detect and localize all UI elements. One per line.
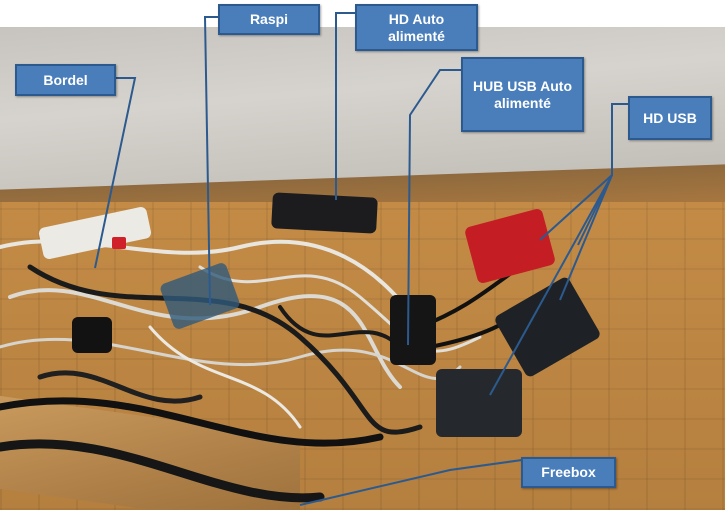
callout-bordel: Bordel xyxy=(15,64,116,96)
callout-freebox: Freebox xyxy=(521,457,616,488)
hd-auto-device xyxy=(271,192,378,234)
callout-hub-usb: HUB USB Auto alimenté xyxy=(461,57,584,132)
callout-raspi: Raspi xyxy=(218,4,320,35)
cable-tangle xyxy=(0,239,532,503)
bordel-adapter xyxy=(72,317,112,353)
photo xyxy=(0,27,725,510)
callout-hd-usb: HD USB xyxy=(628,96,712,140)
callout-hd-auto: HD Auto alimenté xyxy=(355,4,478,51)
hd-usb-black-2 xyxy=(436,369,522,437)
power-switch-red xyxy=(112,237,126,249)
hub-usb-device xyxy=(390,295,436,365)
